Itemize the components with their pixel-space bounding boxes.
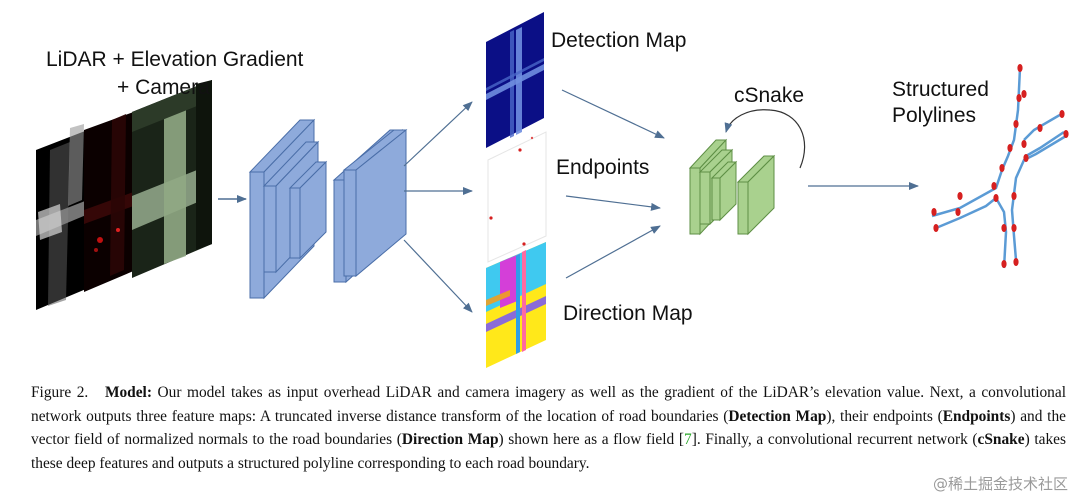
detection-map-label: Detection Map [551, 29, 687, 52]
encoder-network [248, 118, 408, 300]
caption-csnake-term: cSnake [977, 431, 1025, 449]
lidar-image [36, 124, 98, 310]
citation-link[interactable]: 7 [684, 431, 692, 449]
csnake-label: cSnake [734, 84, 805, 107]
arrow-endpoints-to-csnake [565, 195, 661, 211]
endpoints-label: Endpoints [556, 156, 650, 179]
arrow-to-direction [403, 239, 473, 313]
figure-caption: Figure 2. Model: Our model takes as inpu… [31, 381, 1066, 475]
detection-map-image [486, 12, 544, 148]
csnake-network [688, 138, 776, 236]
direction-map-label: Direction Map [563, 302, 693, 325]
output-label-line1: Structured [892, 78, 989, 101]
caption-detection-term: Detection Map [728, 407, 827, 425]
input-label-line2: + Camera [117, 76, 210, 99]
figure-diagram: LiDAR + Elevation Gradient + Camera Dete… [36, 12, 1069, 368]
input-label-line1: LiDAR + Elevation Gradient [46, 48, 304, 71]
arrow-to-detection [403, 101, 473, 167]
caption-text: ) takes these deep features and outputs … [31, 431, 1066, 472]
endpoints-map-image [487, 131, 547, 263]
caption-text: ) and the vector field of normalized nor… [31, 407, 1066, 449]
arrow-detection-to-csnake [561, 89, 665, 139]
caption-text: ), their endpoints ( [826, 407, 943, 425]
diagram-canvas [36, 12, 1069, 368]
caption-model-label: Model: [104, 384, 152, 401]
output-label-line2: Polylines [892, 104, 977, 127]
caption-direction-term: Direction Map [401, 431, 499, 449]
camera-image [132, 80, 212, 278]
input-image-stack [36, 80, 212, 310]
caption-text: ) shown here as a flow field [ [498, 431, 684, 449]
structured-polylines [931, 64, 1069, 269]
arrow-direction-to-csnake [565, 225, 661, 279]
csnake-recurrent-loop [724, 109, 806, 169]
watermark: @稀土掘金技术社区 [932, 473, 1068, 494]
caption-text: Our model takes as input overhead LiDAR … [31, 384, 1066, 425]
caption-endpoints-term: Endpoints [942, 407, 1011, 425]
direction-map-image [486, 242, 546, 368]
caption-figure-number: Figure 2. [31, 384, 89, 401]
caption-text: ]. Finally, a convolutional recurrent ne… [691, 431, 978, 449]
